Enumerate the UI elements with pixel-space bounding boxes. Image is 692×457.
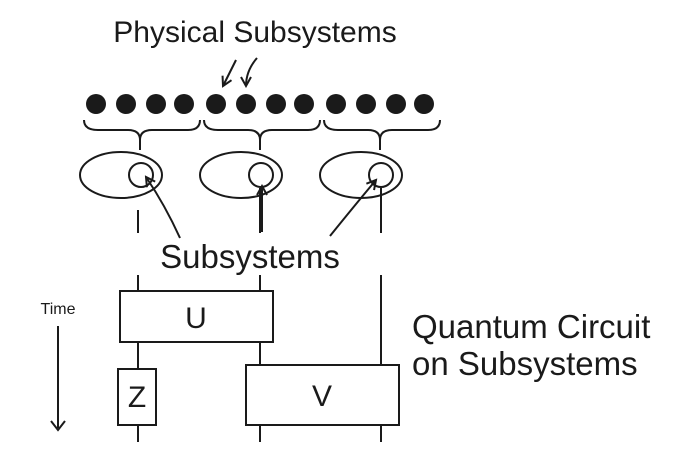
subsystem-circle-1 — [128, 162, 154, 188]
physical-pointer-arrows — [223, 57, 258, 86]
brace-right — [323, 119, 441, 150]
subsystem-ellipse-1 — [79, 151, 163, 199]
gate-v: V — [245, 364, 400, 426]
subsystem-ellipse-2 — [199, 151, 283, 199]
physical-dots — [86, 94, 434, 114]
physical-dot — [236, 94, 256, 114]
time-arrow-head — [50, 420, 66, 432]
physical-dot — [206, 94, 226, 114]
physical-dot — [174, 94, 194, 114]
brace-middle — [203, 119, 321, 150]
quantum-circuit-label-line2: on Subsystems — [412, 345, 638, 382]
subsystems-label: Subsystems — [160, 238, 340, 275]
brace-left — [83, 119, 201, 150]
group-braces — [83, 119, 441, 150]
gate-z-label: Z — [128, 381, 146, 414]
physical-dot — [116, 94, 136, 114]
subsystem-arrow-right — [329, 180, 376, 237]
circuit-wires — [137, 188, 382, 442]
gate-z-box — [117, 368, 157, 426]
physical-dot — [386, 94, 406, 114]
physical-dot — [146, 94, 166, 114]
time-label: Time — [41, 301, 76, 318]
gate-u-label: U — [185, 302, 207, 335]
physical-subsystems-label: Physical Subsystems — [113, 16, 396, 49]
pointer-arrow-left — [223, 59, 237, 86]
subsystem-arrow-left — [146, 177, 181, 239]
gate-v-box — [245, 364, 400, 426]
time-arrow — [50, 326, 66, 432]
subsystem-pointer-arrows — [146, 177, 376, 239]
gate-v-label: V — [312, 380, 332, 413]
physical-dot — [266, 94, 286, 114]
quantum-circuit-label-line1: Quantum Circuit — [412, 308, 650, 345]
subsystem-circle-3 — [368, 162, 394, 188]
physical-dot — [356, 94, 376, 114]
pointer-arrow-right — [246, 57, 258, 86]
gate-u-box — [119, 290, 274, 343]
subsystem-circle-2 — [248, 162, 274, 188]
physical-dot — [86, 94, 106, 114]
subsystem-ellipse-3 — [319, 151, 403, 199]
gate-u: U — [119, 290, 274, 343]
physical-dot — [326, 94, 346, 114]
subsystem-ellipses — [79, 151, 403, 199]
physical-dot — [414, 94, 434, 114]
gate-z: Z — [117, 368, 157, 426]
physical-dot — [294, 94, 314, 114]
